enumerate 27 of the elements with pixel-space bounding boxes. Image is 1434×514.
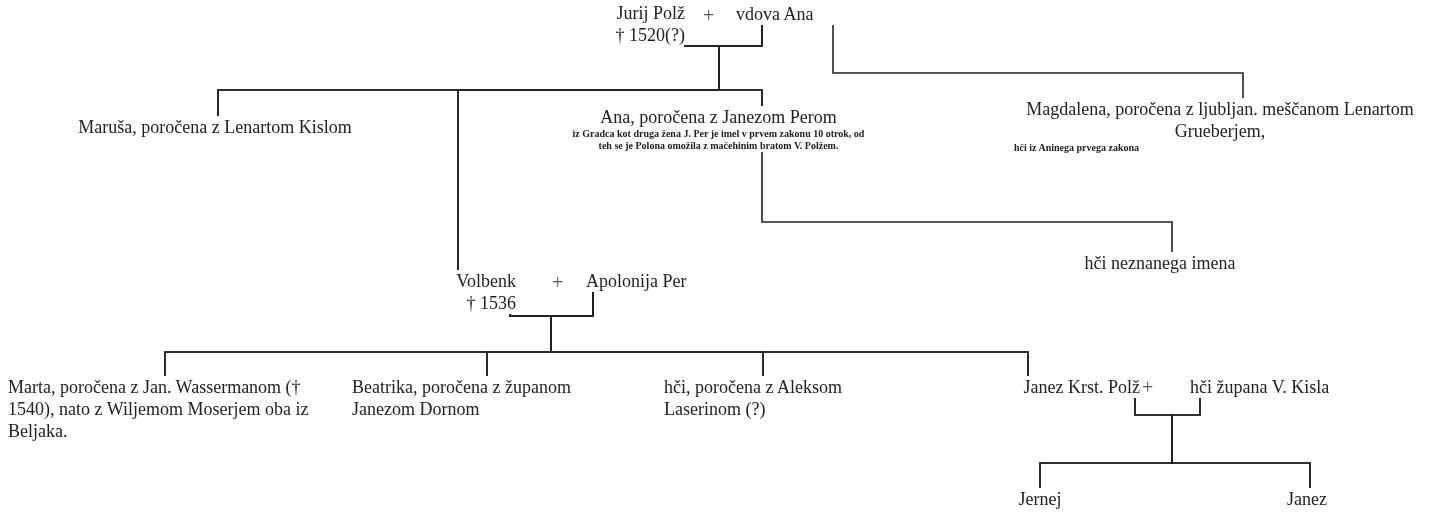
person-name: Jurij Polž: [615, 2, 685, 24]
family-line: [718, 24, 763, 107]
family-line: [761, 151, 1173, 253]
person-note: iz Gradca kot druga žena J. Per je imel v prvem zakonu 10 otrok, od teh se je Polona omožila z mačehinim bratom V. Polžem.: [571, 128, 866, 152]
person-name: Janez: [1286, 488, 1328, 510]
person-name: Janez Krst. Polž: [1022, 376, 1140, 398]
marriage-plus: +: [552, 271, 564, 293]
person-name: Magdalena, poročena z ljubljan. meščanom Lenartom Grueberjem,: [1025, 98, 1415, 142]
person-name: hči, poročena z Aleksom Laserinom (?): [664, 376, 843, 420]
marriage-plus: +: [703, 4, 715, 26]
person-name: hči neznanega imena: [1083, 252, 1237, 274]
person-note: † 1536: [465, 292, 516, 314]
family-line: [550, 291, 1029, 377]
person-name: Apolonija Per: [586, 270, 688, 292]
person-name: Maruša, poročena z Lenartom Kislom: [77, 116, 353, 138]
person-name: Ana, poročena z Janezom Perom: [599, 106, 838, 128]
person-note: hči iz Aninega prvega zakona: [1013, 142, 1140, 154]
person-name: vdova Ana: [736, 3, 815, 25]
person-name: Marta, poročena z Jan. Wassermanom († 1540), nato z Wiljemom Moserjem oba iz Beljaka.: [8, 376, 310, 442]
person-note: † 1520(?): [614, 24, 685, 46]
person-name: Jernej: [1017, 488, 1063, 510]
marriage-plus: +: [1142, 376, 1154, 398]
person-name: Beatrika, poročena z županom Janezom Dornom: [352, 376, 572, 420]
person-name: hči župana V. Kisla: [1190, 376, 1331, 398]
family-line: [1171, 397, 1311, 489]
family-line: [832, 24, 1244, 99]
person-name: Volbenk: [455, 270, 516, 292]
